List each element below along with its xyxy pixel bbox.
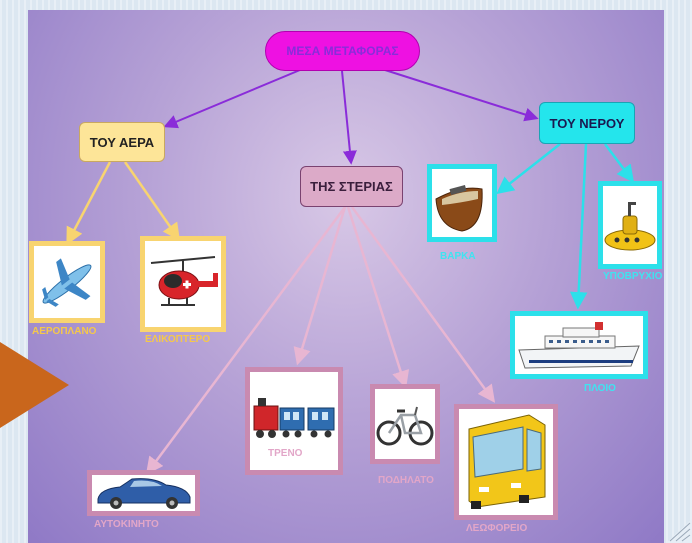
bicycle-icon — [375, 389, 435, 459]
train-label: ΤΡΕΝΟ — [268, 448, 303, 459]
bicycle-card[interactable] — [370, 384, 440, 464]
water-connectors — [496, 143, 635, 310]
train-icon — [250, 372, 338, 470]
submarine-icon — [603, 186, 657, 264]
airplane-card[interactable] — [29, 241, 105, 323]
category-land-node[interactable]: ΤΗΣ ΣΤΕΡΙΑΣ — [300, 166, 403, 207]
pointer-arrow-icon — [0, 342, 69, 428]
helicopter-card[interactable] — [140, 236, 226, 332]
bus-icon — [459, 409, 553, 515]
bicycle-label: ΠΟΔΗΛΑΤΟ — [378, 475, 434, 486]
train-card[interactable] — [245, 367, 343, 475]
submarine-label: ΥΠΟΒΡΥΧΙΟ — [603, 271, 663, 282]
root-node[interactable]: ΜΕΣΑ ΜΕΤΑΦΟΡΑΣ — [265, 31, 420, 71]
ship-icon — [515, 316, 643, 374]
bus-card[interactable] — [454, 404, 558, 520]
page-curl-icon — [666, 519, 692, 543]
slide-background — [28, 10, 664, 543]
car-card[interactable] — [87, 470, 200, 516]
boat-label: ΒΑΡΚΑ — [440, 251, 476, 262]
land-connectors — [145, 206, 496, 475]
boat-card[interactable] — [427, 164, 497, 242]
root-connectors — [163, 69, 539, 165]
ship-card[interactable] — [510, 311, 648, 379]
ship-label: ΠΛΟΙΟ — [584, 383, 616, 394]
air-connectors — [66, 161, 181, 246]
car-label: ΑΥΤΟΚΙΝΗΤΟ — [94, 519, 159, 530]
airplane-label: ΑΕΡΟΠΛΑΝΟ — [32, 326, 97, 337]
submarine-card[interactable] — [598, 181, 662, 269]
car-icon — [92, 475, 195, 511]
category-water-node[interactable]: ΤΟΥ ΝΕΡΟΥ — [539, 102, 635, 144]
bus-label: ΛΕΩΦΟΡΕΙΟ — [466, 523, 528, 534]
boat-icon — [432, 169, 492, 237]
helicopter-label: ΕΛΙΚΟΠΤΕΡΟ — [145, 334, 211, 345]
category-air-node[interactable]: ΤΟΥ ΑΕΡΑ — [79, 122, 165, 162]
helicopter-icon — [145, 241, 221, 327]
airplane-icon — [34, 246, 100, 318]
